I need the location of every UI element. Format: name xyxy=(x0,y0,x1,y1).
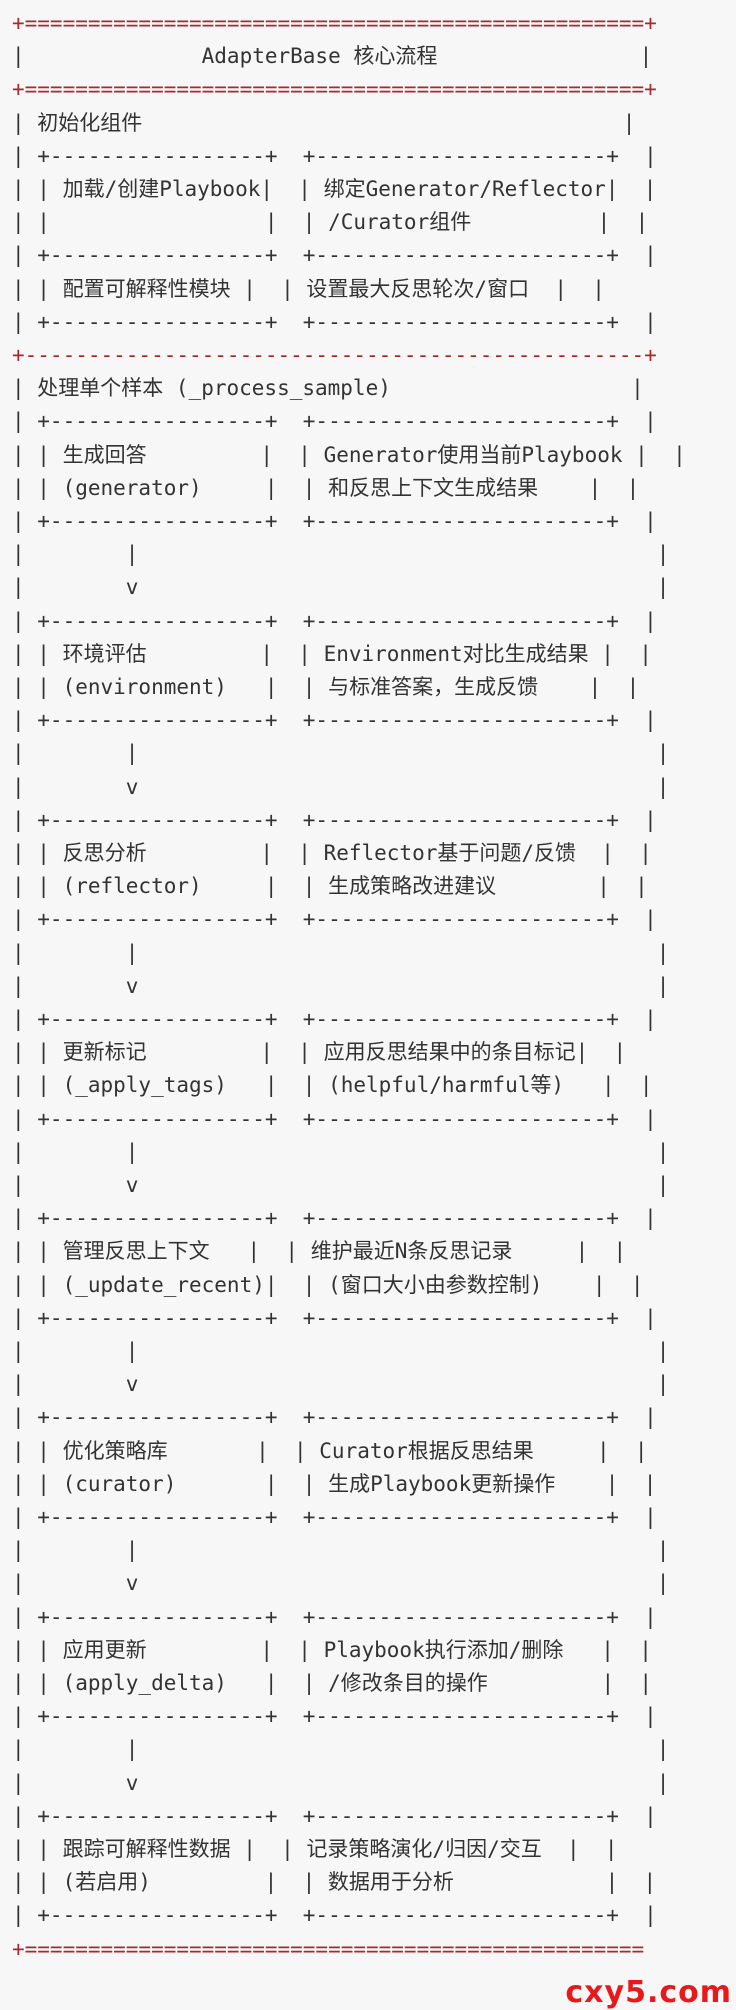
diagram-line: | | (apply_delta) | | /修改条目的操作 | | xyxy=(12,1671,653,1695)
diagram-line: | +-----------------+ +-----------------… xyxy=(12,907,657,932)
diagram-line: | v | xyxy=(12,973,670,998)
diagram-line: | v | xyxy=(12,774,670,799)
diagram-line: | | (_apply_tags) | | (helpful/harmful等)… xyxy=(12,1073,653,1098)
diagram-line: | +-----------------+ +-----------------… xyxy=(12,1704,657,1729)
diagram-line: | | 更新标记 | | 应用反思结果中的条目标记| | xyxy=(12,1040,627,1065)
diagram-line: | | (_update_recent)| | (窗口大小由参数控制) | | xyxy=(12,1272,644,1297)
diagram-line: | +-----------------+ +-----------------… xyxy=(12,807,657,832)
diagram-line: | +-----------------+ +-----------------… xyxy=(12,143,657,168)
diagram-line: | | | xyxy=(12,940,670,965)
diagram-line: | | 生成回答 | | Generator使用当前Playbook | | xyxy=(12,442,686,467)
diagram-line: | +-----------------+ +-----------------… xyxy=(12,1305,657,1330)
diagram-line: | v | xyxy=(12,1173,670,1197)
diagram-line: | +-----------------+ +-----------------… xyxy=(12,1604,657,1629)
diagram-line: | v | xyxy=(12,1372,670,1397)
diagram-line: | | (若启用) | | 数据用于分析 | | xyxy=(12,1870,657,1895)
diagram-line: | 初始化组件 | xyxy=(12,110,636,135)
diagram-line: | | | xyxy=(12,542,670,567)
diagram-line: | +-----------------+ +-----------------… xyxy=(12,1007,657,1031)
diagram-line: +=======================================… xyxy=(12,77,657,102)
diagram-line: | | 加载/创建Playbook| | 绑定Generator/Reflect… xyxy=(12,177,657,201)
diagram-line: +---------------------------------------… xyxy=(12,343,657,367)
diagram-line: | +-----------------+ +-----------------… xyxy=(12,708,657,733)
diagram-line: | | 环境评估 | | Environment对比生成结果 | | xyxy=(12,641,652,666)
diagram-line: | | | xyxy=(12,1737,670,1762)
diagram-line: | +-----------------+ +-----------------… xyxy=(12,1206,657,1231)
diagram-line: | | 应用更新 | | Playbook执行添加/删除 | | xyxy=(12,1637,652,1662)
diagram-line: | | 反思分析 | | Reflector基于问题/反馈 | | xyxy=(12,841,652,865)
diagram-line: | | (environment) | | 与标准答案，生成反馈 | | xyxy=(12,675,640,699)
diagram-line: | v | xyxy=(12,1770,670,1795)
diagram-line: | +-----------------+ +-----------------… xyxy=(12,1106,657,1131)
diagram-line: | | (reflector) | | 生成策略改进建议 | | xyxy=(12,874,648,899)
diagram-line: | 处理单个样本 (_process_sample) | xyxy=(12,376,644,401)
diagram-line: | +-----------------+ +-----------------… xyxy=(12,1803,657,1828)
diagram-line: +=======================================… xyxy=(12,11,657,35)
diagram-line: | | | xyxy=(12,741,670,766)
diagram-line: | +-----------------+ +-----------------… xyxy=(12,243,657,268)
diagram-line: | | (generator) | | 和反思上下文生成结果 | | xyxy=(12,475,640,500)
diagram-line: | +-----------------+ +-----------------… xyxy=(12,309,657,334)
diagram-line: | +-----------------+ +-----------------… xyxy=(12,608,657,633)
diagram-line: | +-----------------+ +-----------------… xyxy=(12,1505,657,1529)
diagram-line: | +-----------------+ +-----------------… xyxy=(12,1405,657,1430)
diagram-line: | | 优化策略库 | | Curator根据反思结果 | | xyxy=(12,1438,648,1463)
diagram-line: | | | xyxy=(12,1139,670,1164)
diagram-line: | | | | /Curator组件 | | xyxy=(12,210,649,235)
diagram-line: +=======================================… xyxy=(12,1936,645,1961)
diagram-line: | | | xyxy=(12,1339,670,1363)
watermark-logo: cxy5.com xyxy=(565,1975,732,2010)
diagram-line: | +-----------------+ +-----------------… xyxy=(12,409,657,434)
diagram-line: | | 跟踪可解释性数据 | | 记录策略演化/归因/交互 | | xyxy=(12,1837,618,1861)
diagram-line: | v | xyxy=(12,1571,670,1596)
diagram-line: | +-----------------+ +-----------------… xyxy=(12,1903,657,1928)
diagram-line: | v | xyxy=(12,575,670,600)
diagram-line: | | (curator) | | 生成Playbook更新操作 | | xyxy=(12,1471,657,1496)
diagram-line: | | 管理反思上下文 | | 维护最近N条反思记录 | | xyxy=(12,1239,627,1264)
diagram-line: | | 配置可解释性模块 | | 设置最大反思轮次/窗口 | | xyxy=(12,276,605,301)
diagram-line: | AdapterBase 核心流程 | xyxy=(12,44,653,69)
diagram-line: | +-----------------+ +-----------------… xyxy=(12,509,657,533)
diagram-line: | | | xyxy=(12,1538,670,1563)
